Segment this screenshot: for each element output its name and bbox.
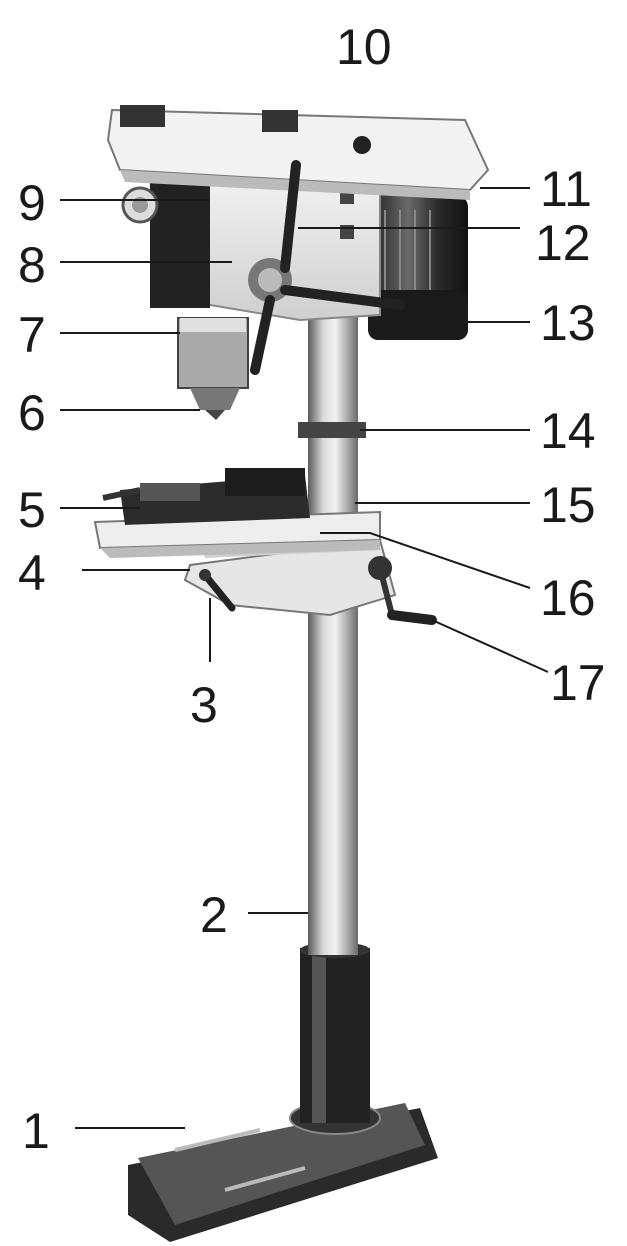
callout-1: 1 — [22, 1103, 50, 1159]
callout-13: 13 — [540, 295, 596, 351]
base — [128, 1101, 438, 1242]
drill-press-illustration — [93, 105, 490, 1242]
callout-16: 16 — [540, 570, 596, 626]
callout-numbers: 1 2 3 4 5 6 7 8 9 10 11 12 13 14 15 16 1… — [18, 19, 606, 1159]
callout-15: 15 — [540, 477, 596, 533]
leader-lines — [60, 187, 549, 1129]
top-knob — [353, 136, 371, 154]
table-crank-handle — [368, 556, 437, 625]
leader-16 — [320, 532, 531, 589]
feed-handles — [250, 160, 405, 375]
callout-11: 11 — [540, 161, 592, 217]
callout-10: 10 — [336, 19, 392, 75]
callout-17: 17 — [550, 655, 606, 711]
motor — [368, 195, 468, 340]
vise — [102, 468, 310, 525]
column-collar — [298, 422, 366, 438]
callout-4: 4 — [18, 545, 46, 601]
callout-8: 8 — [18, 237, 46, 293]
column-sleeve — [300, 942, 370, 1123]
callout-2: 2 — [200, 887, 228, 943]
callout-5: 5 — [18, 482, 46, 538]
column — [308, 310, 358, 955]
switch-box — [121, 170, 210, 308]
chuck — [190, 388, 240, 420]
table-clamp-handle — [199, 569, 236, 612]
callout-3: 3 — [190, 677, 218, 733]
belt-guard — [106, 105, 490, 200]
callout-9: 9 — [18, 175, 46, 231]
leader-17 — [431, 619, 549, 673]
callout-12: 12 — [535, 215, 591, 271]
quill-housing — [177, 317, 249, 389]
callout-6: 6 — [18, 385, 46, 441]
callout-7: 7 — [18, 307, 46, 363]
callout-14: 14 — [540, 403, 596, 459]
